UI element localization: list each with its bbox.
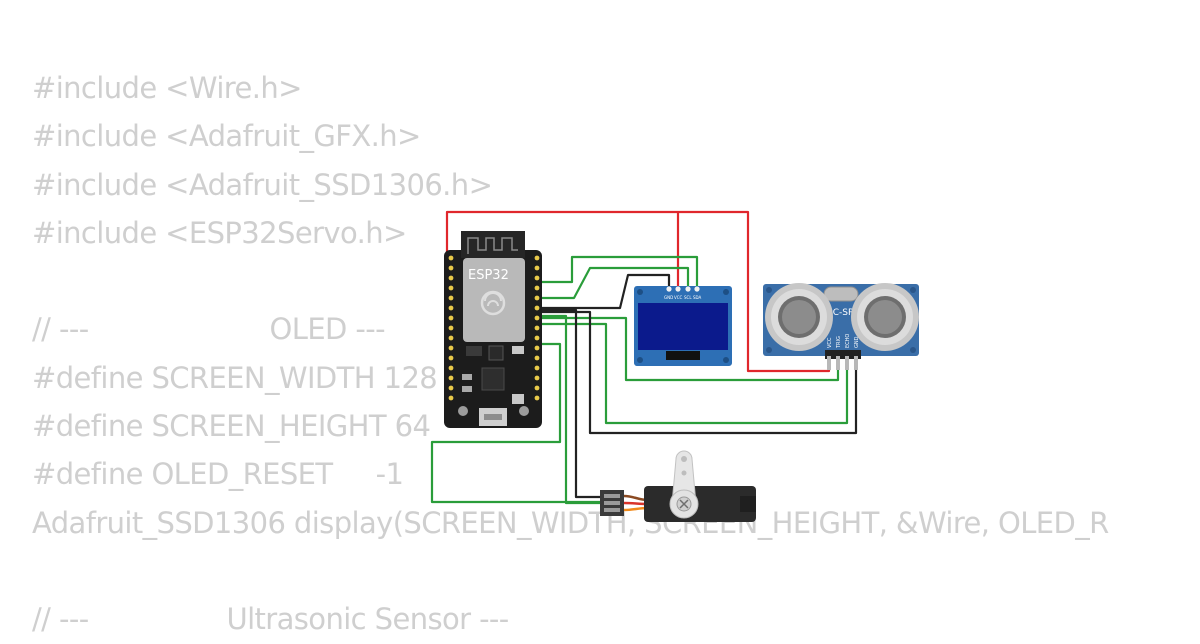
servo-motor[interactable] <box>600 450 756 522</box>
oled-display[interactable]: GND VCC SCL SDA <box>634 286 732 366</box>
code-line: #include <ESP32Servo.h> <box>32 215 407 250</box>
code-line: #define SCREEN_HEIGHT 64 <box>32 409 431 444</box>
code-line: Adafruit_SSD1306 display(SCREEN_WIDTH, S… <box>32 505 1109 540</box>
esp32-board[interactable]: ESP32 <box>444 231 542 428</box>
scl-wire <box>541 266 690 300</box>
sensor-pin-gnd: GND <box>854 336 860 348</box>
esp32-label: ESP32 <box>468 268 509 283</box>
transducer-right <box>851 283 919 351</box>
trig-wire <box>541 316 840 382</box>
sensor-pin-vcc: VCC <box>827 337 833 348</box>
sensor-pin-trig: TRIG <box>836 336 842 349</box>
transducer-left <box>765 283 833 351</box>
code-line: #include <Wire.h> <box>32 71 302 105</box>
esp32-right-pins <box>534 255 540 401</box>
oled-pin-gnd: GND <box>664 295 673 300</box>
servo-power-wire <box>541 308 603 499</box>
echo-wire <box>541 322 849 425</box>
sensor-label: HC-SR04 <box>826 308 866 318</box>
code-line: #include <Adafruit_SSD1306.h> <box>32 167 493 202</box>
ultrasonic-sensor[interactable]: HC-SR04 VCC TRIG ECHO GND <box>763 283 919 370</box>
code-listing: #include <Wire.h> #include <Adafruit_GFX.… <box>32 64 1109 644</box>
sensor-ground-wire <box>541 310 858 435</box>
oled-ground-wire <box>541 273 671 310</box>
wires <box>430 210 858 509</box>
sensor-pin-echo: ECHO <box>845 334 851 348</box>
oled-pin-sda: SDA <box>693 295 702 300</box>
oled-pin-scl: SCL <box>684 295 692 300</box>
code-line: #define OLED_RESET -1 <box>32 457 404 492</box>
code-line: #define SCREEN_WIDTH 128 <box>32 360 438 395</box>
code-line: // --- OLED --- <box>32 312 386 347</box>
esp32-left-pins <box>448 255 454 401</box>
code-line: #include <Adafruit_GFX.h> <box>32 119 421 154</box>
sda-wire <box>541 255 699 286</box>
oled-pin-vcc: VCC <box>674 295 683 300</box>
circuit-diagram: ESP32 <box>430 210 919 522</box>
